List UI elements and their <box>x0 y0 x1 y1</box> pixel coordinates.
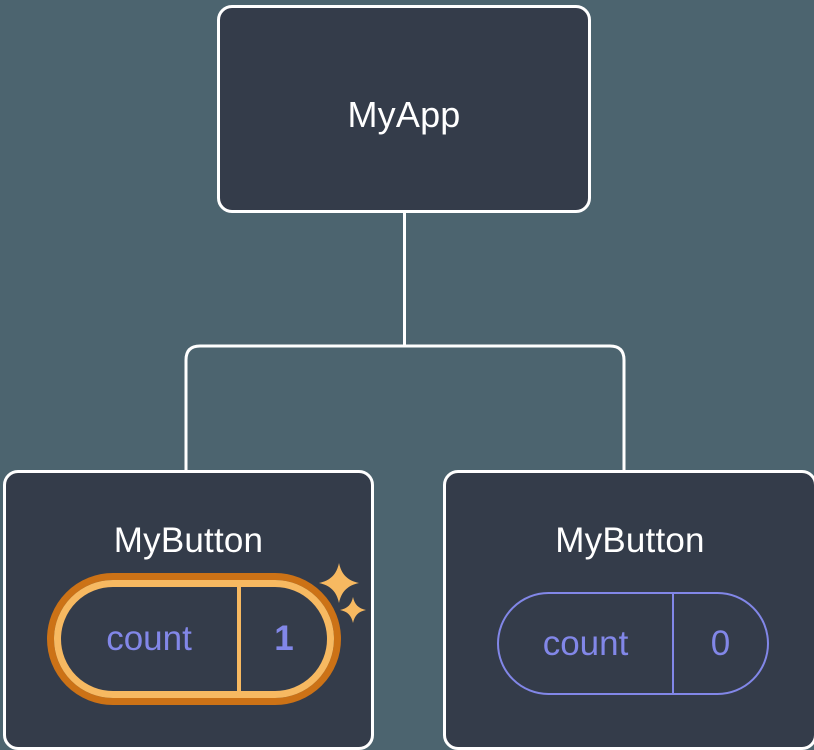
node-mybutton-left[interactable]: MyButton count 1 <box>3 470 374 750</box>
state-key-right: count <box>499 594 674 693</box>
state-pill-left-inner: count 1 <box>54 580 334 698</box>
node-mybutton-right[interactable]: MyButton count 0 <box>443 470 814 750</box>
state-value-left: 1 <box>274 619 294 658</box>
node-myapp-label: MyApp <box>347 94 461 135</box>
state-value-right: 0 <box>710 623 731 663</box>
state-key-left: count <box>61 587 241 691</box>
connector-split-bar <box>184 344 626 470</box>
state-pill-left-highlighted[interactable]: count 1 <box>47 573 341 705</box>
state-pill-right[interactable]: count 0 <box>497 592 769 695</box>
component-tree-diagram: MyApp MyButton count 1 MyButton count 0 <box>3 5 814 750</box>
node-mybutton-left-label: MyButton <box>113 521 264 560</box>
node-mybutton-right-label: MyButton <box>555 521 705 560</box>
node-myapp[interactable]: MyApp <box>217 5 591 213</box>
